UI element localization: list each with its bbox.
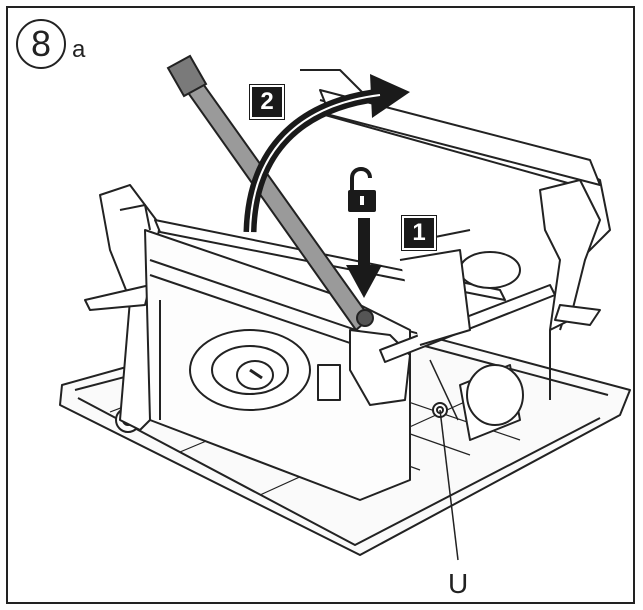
unlock-padlock-icon (348, 167, 376, 212)
curved-arrow-icon (243, 74, 410, 233)
step-number: 8 (30, 23, 52, 64)
motor (459, 251, 521, 289)
step-sub-label: a (72, 36, 86, 63)
step-badge-2: 2 (249, 84, 285, 120)
step-badge-1: 1 (401, 215, 437, 251)
release-lever (166, 54, 374, 332)
callout-line-u (439, 409, 459, 561)
down-arrow-icon (346, 218, 382, 298)
step-number-circle: 8 (16, 19, 66, 69)
callout-label-u: U (448, 568, 469, 599)
